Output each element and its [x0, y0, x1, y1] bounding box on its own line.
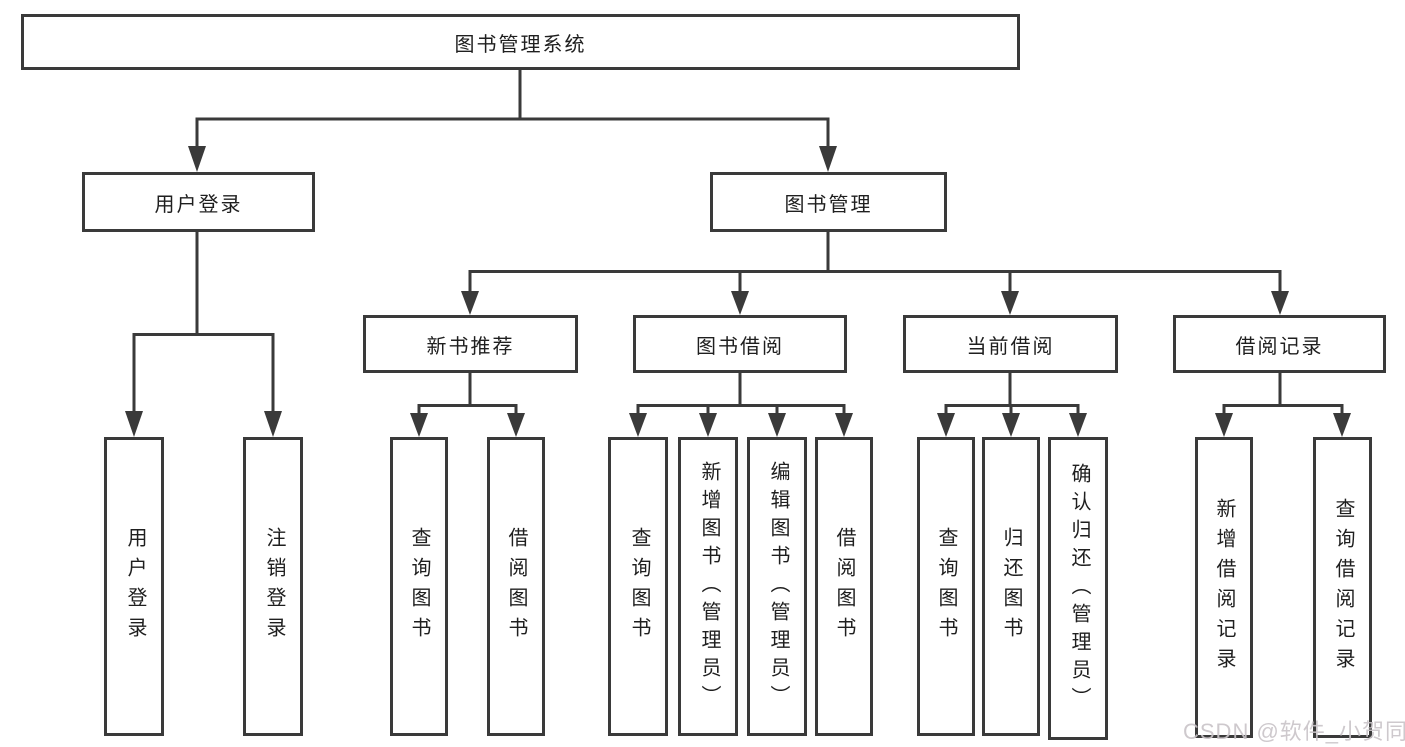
leaf-query-books-recommend: 查询图书: [390, 437, 448, 736]
leaf-edit-book-admin: 编辑图书（管理员）: [747, 437, 807, 736]
node-book-management: 图书管理: [710, 172, 947, 232]
leaf-confirm-return-admin: 确认归还（管理员）: [1048, 437, 1108, 740]
node-user-login: 用户登录: [82, 172, 315, 232]
leaf-borrow-books: 借阅图书: [815, 437, 873, 736]
node-book-borrow: 图书借阅: [633, 315, 847, 373]
node-borrow-records: 借阅记录: [1173, 315, 1386, 373]
leaf-query-borrow-record: 查询借阅记录: [1313, 437, 1372, 738]
leaf-logout: 注销登录: [243, 437, 303, 736]
leaf-return-book: 归还图书: [982, 437, 1040, 736]
leaf-borrow-books-recommend: 借阅图书: [487, 437, 545, 736]
node-library-management-system: 图书管理系统: [21, 14, 1020, 70]
leaf-query-books-current: 查询图书: [917, 437, 975, 736]
leaf-add-book-admin: 新增图书（管理员）: [678, 437, 738, 736]
leaf-user-login: 用户登录: [104, 437, 164, 736]
leaf-query-books-borrow: 查询图书: [608, 437, 668, 736]
node-current-borrow: 当前借阅: [903, 315, 1118, 373]
leaf-add-borrow-record: 新增借阅记录: [1195, 437, 1253, 738]
node-new-book-recommend: 新书推荐: [363, 315, 578, 373]
csdn-watermark: CSDN @软件_小贺同学: [1183, 719, 1405, 744]
